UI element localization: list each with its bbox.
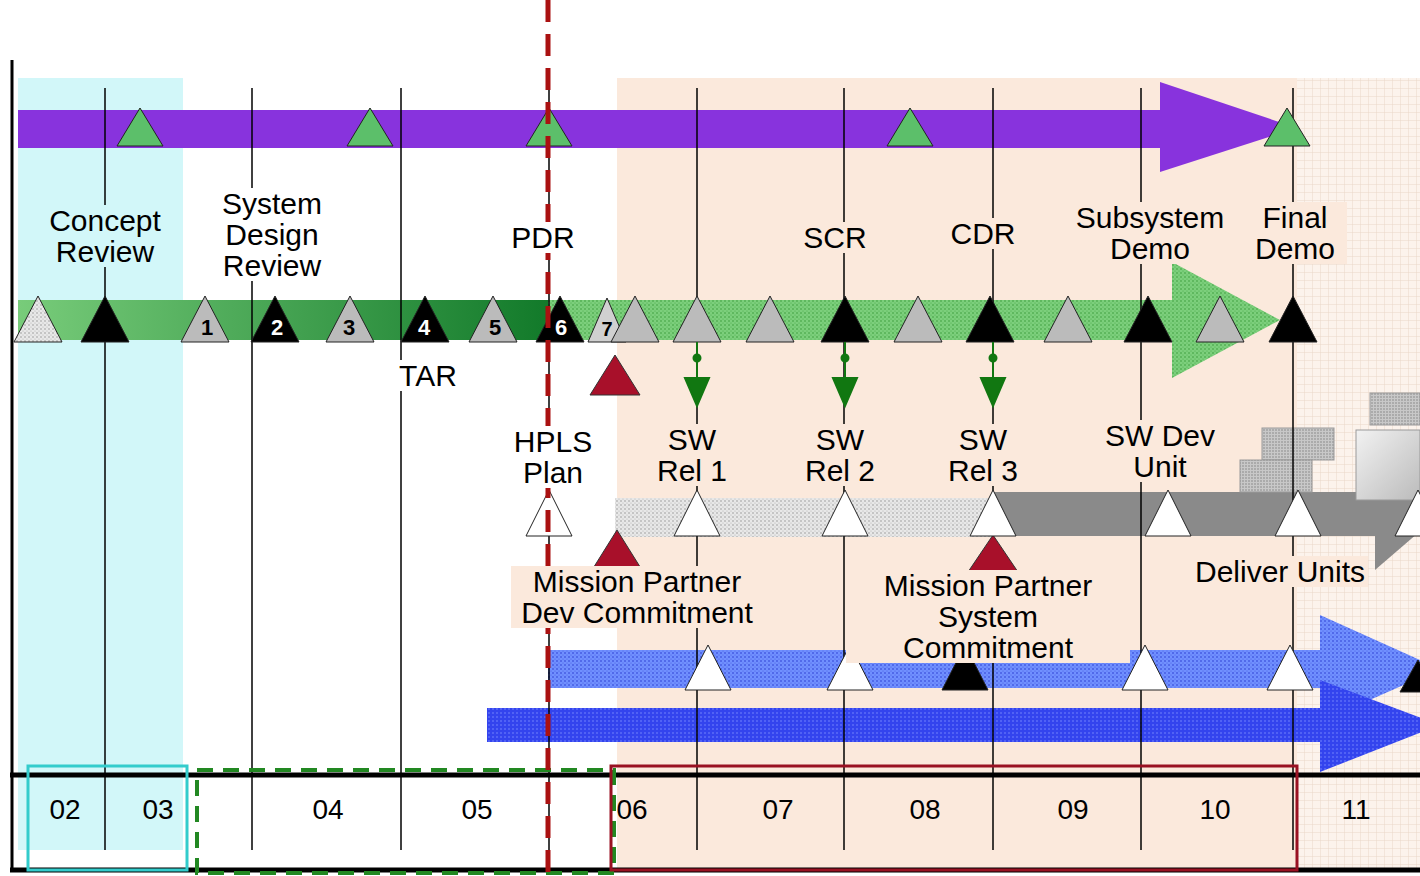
year-label: 07 [762, 795, 793, 824]
milestone-triangle [401, 296, 449, 342]
release-triangle [674, 490, 720, 536]
milestone-triangle [894, 296, 942, 342]
commitment-label: Mission Partner System Commitment [846, 570, 1130, 663]
flow-arrowhead [833, 378, 857, 406]
phase-bracket [197, 770, 614, 873]
flow-arrowhead [981, 378, 1005, 406]
release-triangle [1145, 490, 1191, 536]
milestone-triangle [821, 296, 869, 342]
grid-line [400, 88, 402, 850]
task-label: SW Rel 1 [646, 424, 738, 486]
milestone-triangle [81, 296, 129, 342]
milestone-label: Concept Review [38, 205, 172, 267]
milestone-triangle [673, 296, 721, 342]
callout-number: 7 [601, 318, 612, 340]
task-label: SW Rel 2 [794, 424, 886, 486]
milestone-triangle [251, 296, 299, 342]
task-label: Deliver Units [1192, 556, 1368, 587]
milestone-label: System Design Review [205, 188, 339, 281]
axis-line [10, 773, 1420, 778]
unit-box [1262, 428, 1334, 460]
flow-arrow-dot [990, 355, 997, 362]
timeline-arrowhead [1172, 262, 1280, 378]
milestone-triangle [469, 296, 517, 342]
release-markers [526, 490, 1420, 536]
unit-box [1356, 430, 1420, 500]
milestone-triangle [611, 296, 659, 342]
milestone-triangle [1269, 296, 1317, 342]
year-label: 09 [1057, 795, 1088, 824]
callout-number: 6 [555, 316, 567, 340]
milestone-triangle [117, 108, 163, 146]
timeline-bar [487, 708, 1320, 742]
milestone-triangle [1124, 296, 1172, 342]
milestone-triangle [326, 296, 374, 342]
unit-box [1240, 460, 1312, 492]
milestone-label: TAR [396, 360, 460, 391]
year-label: 05 [461, 795, 492, 824]
milestone-triangle [1264, 108, 1310, 146]
flow-arrow-dot [694, 355, 701, 362]
grid-lines [105, 88, 1293, 850]
commitment-label: Mission Partner Dev Commitment [511, 566, 763, 628]
callout-number: 1 [201, 316, 213, 340]
year-label: 06 [616, 795, 647, 824]
grid-line [104, 88, 106, 850]
release-triangle [970, 490, 1016, 536]
milestone-triangle [536, 296, 584, 342]
axis-line [11, 60, 14, 872]
milestone-triangle [181, 296, 229, 342]
year-label: 03 [142, 795, 173, 824]
delivery-triangle [685, 645, 731, 690]
milestone-triangle [966, 296, 1014, 342]
delivery-triangle [1267, 645, 1313, 690]
milestone-label: Final Demo [1243, 202, 1347, 264]
year-label: 10 [1199, 795, 1230, 824]
commitment-triangle [968, 535, 1018, 572]
delivery-triangle [1400, 660, 1420, 692]
phase-band [18, 78, 183, 850]
milestone-triangle [887, 108, 933, 146]
callout-number: 4 [418, 316, 430, 340]
milestone-label: PDR [508, 222, 577, 253]
year-label: 02 [49, 795, 80, 824]
task-label: SW Rel 3 [937, 424, 1029, 486]
flow-arrowhead [685, 378, 709, 406]
phase-bracket [611, 766, 1297, 870]
milestone-triangle [1196, 296, 1244, 342]
commitment-triangle [592, 530, 642, 570]
year-label: 11 [1341, 795, 1370, 824]
milestone-markers [14, 296, 1317, 342]
milestone-label: Subsystem Demo [1069, 202, 1231, 264]
callout-number: 3 [343, 316, 355, 340]
release-triangle [822, 490, 868, 536]
year-label: 08 [909, 795, 940, 824]
flow-arrow-dot [842, 355, 849, 362]
year-label: 04 [312, 795, 343, 824]
commitment-triangle [590, 355, 640, 395]
timeline-bar [18, 110, 1162, 148]
milestone-triangle [1044, 296, 1092, 342]
callout-number: 5 [489, 316, 501, 340]
release-triangle [1395, 490, 1420, 536]
milestone-label: SCR [800, 222, 869, 253]
milestone-triangle [347, 108, 393, 146]
timeline-arrowhead [1320, 680, 1420, 772]
unit-box [1370, 393, 1420, 425]
release-triangle [1275, 490, 1321, 536]
timeline-bar [615, 498, 993, 537]
phase-bracket [28, 766, 187, 870]
flow-arrows [685, 342, 1005, 406]
phase-band [617, 78, 1297, 870]
task-label: SW Dev Unit [1098, 420, 1222, 482]
task-label: HPLS Plan [501, 426, 605, 488]
milestone-triangle [14, 296, 62, 342]
milestone-triangle [746, 296, 794, 342]
callout-number: 2 [271, 316, 283, 340]
milestone-label: CDR [948, 218, 1019, 249]
milestone-markers [117, 108, 1310, 146]
